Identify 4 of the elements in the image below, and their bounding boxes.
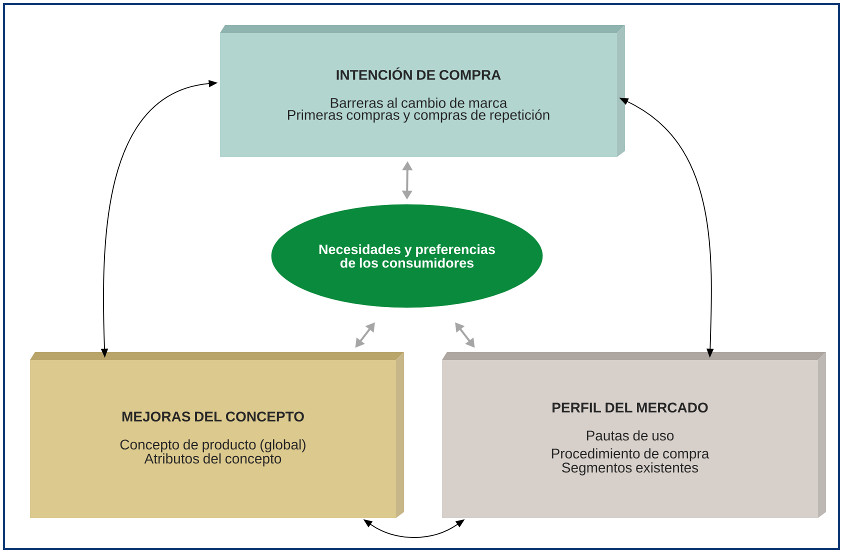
ellipse-node: Necesidades y preferencias de los consumidores (270, 204, 544, 308)
process-box: PERFIL DEL MERCADO Pautas de uso Procedimiento de compra Segmentos existentes (442, 352, 826, 518)
process-box: MEJORAS DEL CONCEPTO Concepto de producto (global) Atributos del concepto (30, 352, 404, 518)
process-box: INTENCIÓN DE COMPRA Barreras al cambio de marca Primeras compras y compras de repetición (220, 25, 625, 157)
